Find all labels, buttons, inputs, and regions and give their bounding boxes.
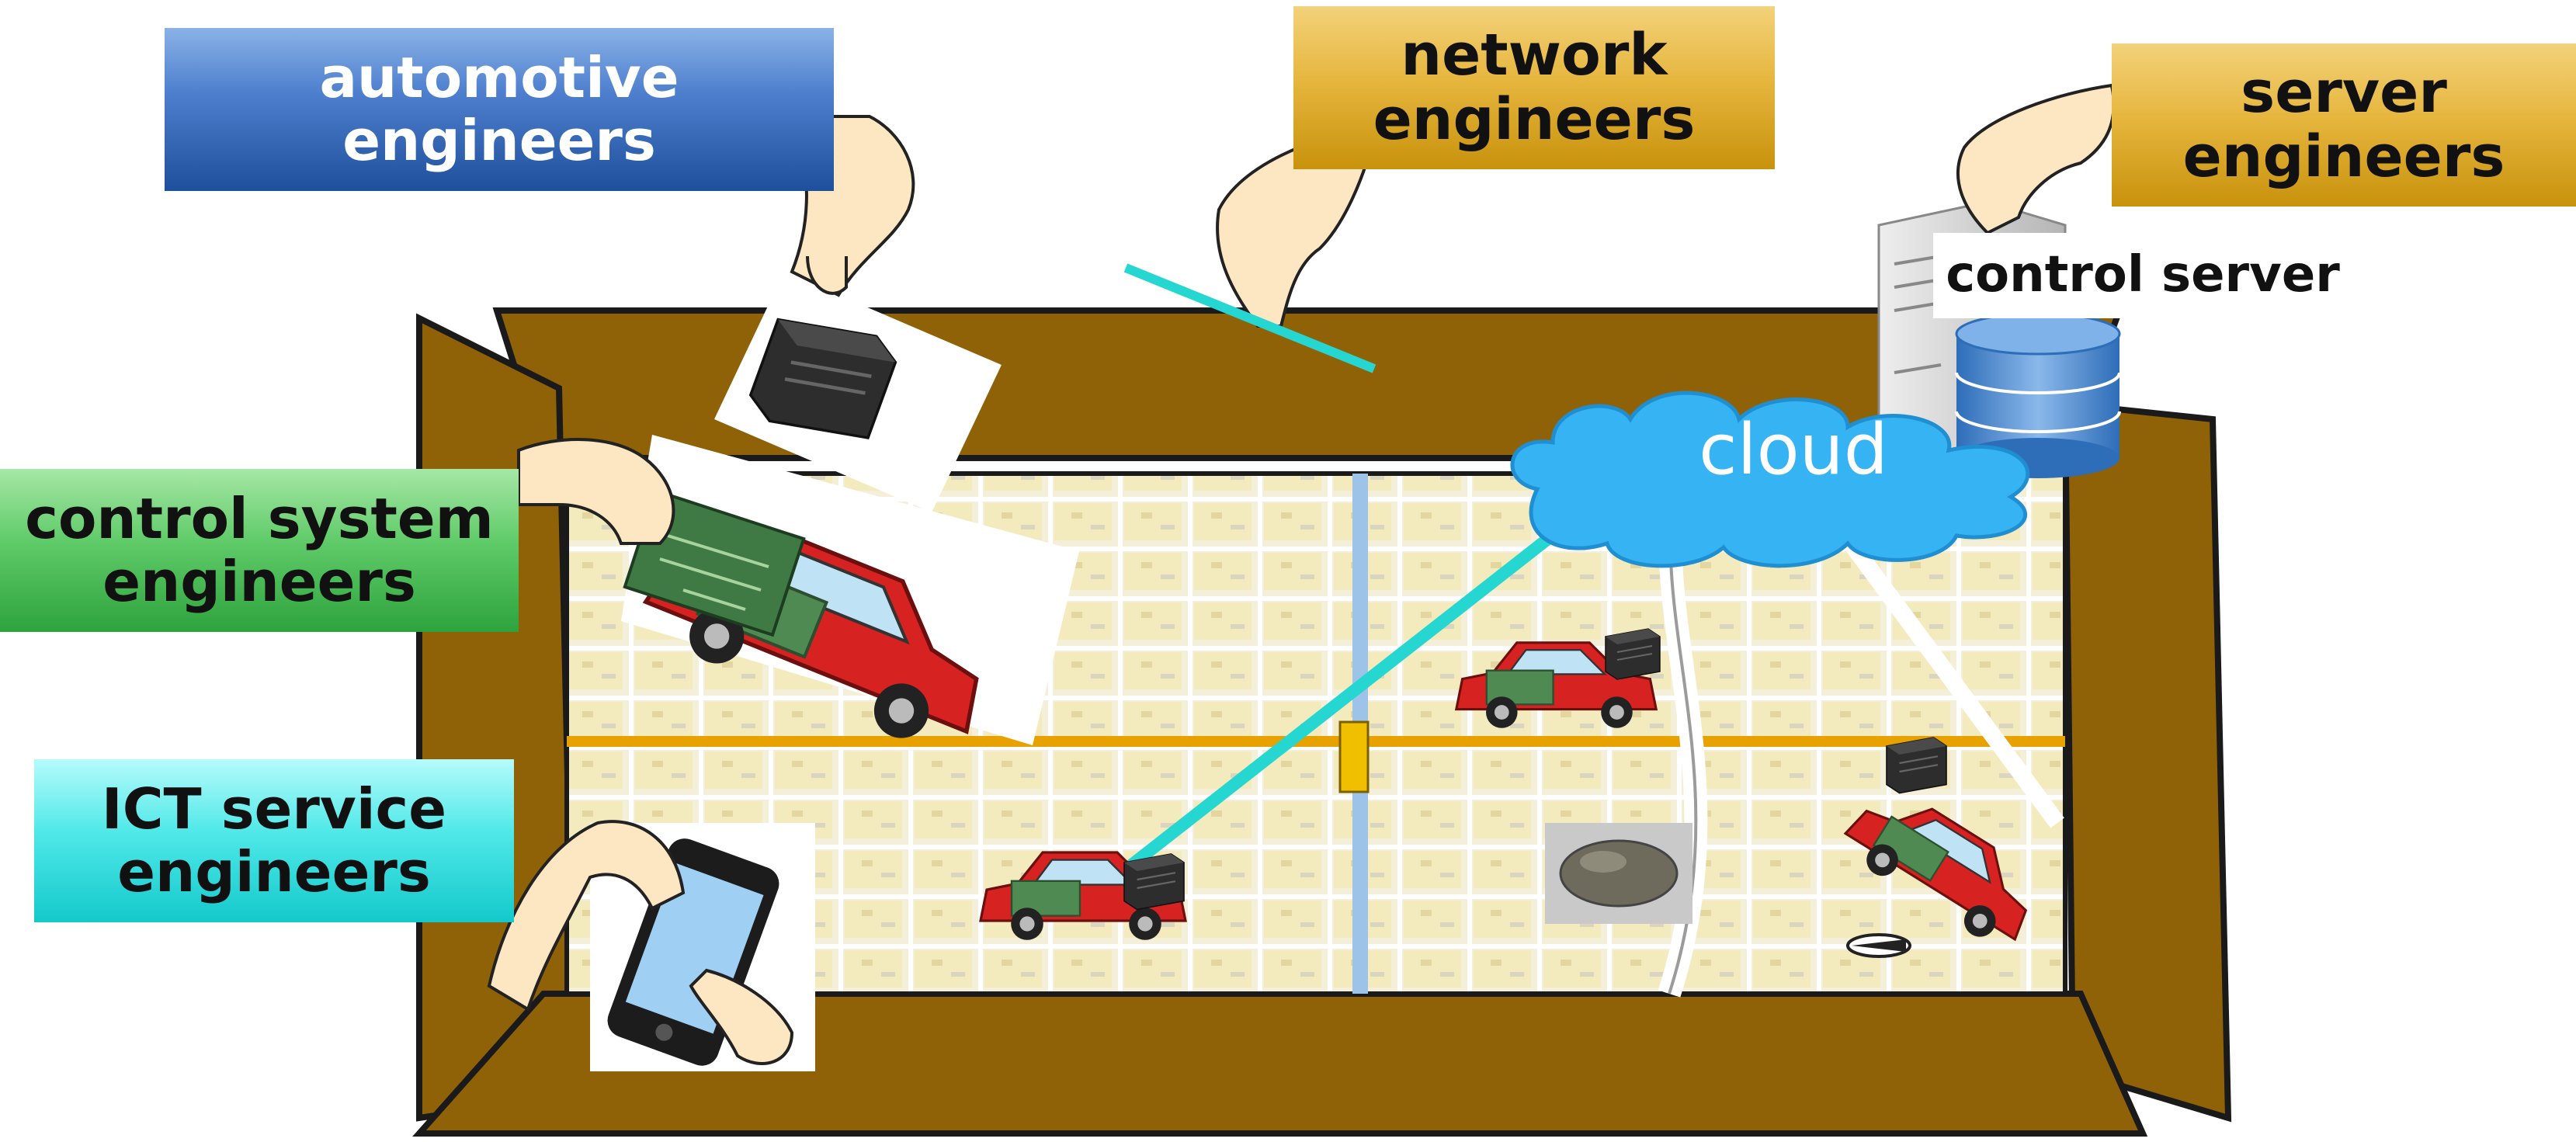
network-label-line-1: network — [1401, 22, 1668, 89]
smartphone-icon — [607, 838, 779, 1066]
network-cable — [1123, 263, 1377, 373]
control-system-label-line-1: control system — [25, 486, 494, 552]
network-engineers-label: network engineers — [1293, 6, 1775, 169]
box-right-flap — [2061, 400, 2232, 1123]
control-server-label: control server — [1933, 233, 2352, 318]
network-label-line-2: engineers — [1373, 86, 1696, 153]
ict-label-line-1: ICT service — [101, 776, 447, 842]
map-station-marker — [1338, 720, 1370, 793]
control-system-label-line-2: engineers — [102, 549, 416, 614]
server-engineers-label: server engineers — [2112, 43, 2576, 207]
hand-icon — [487, 820, 794, 1065]
automotive-label-line-2: engineers — [342, 108, 656, 173]
hand-icon — [517, 438, 675, 545]
automotive-label-line-1: automotive — [319, 45, 679, 111]
server-label-line-2: engineers — [2182, 123, 2505, 190]
automotive-engineers-label: automotive engineers — [165, 28, 834, 191]
ict-label-line-2: engineers — [117, 839, 431, 904]
control-system-engineers-label: control system engineers — [0, 469, 519, 632]
ecu-icon — [1885, 736, 1948, 794]
cloud-icon — [1510, 391, 2030, 568]
ict-service-engineers-label: ICT service engineers — [34, 759, 514, 922]
cloud-label: cloud — [1646, 404, 1941, 497]
network-link-line — [1122, 499, 1595, 875]
compass-icon — [1846, 933, 1911, 958]
cloud-text: cloud — [1699, 408, 1888, 491]
hand-icon — [1956, 83, 2116, 235]
control-server-text: control server — [1946, 246, 2340, 304]
server-label-line-1: server — [2241, 59, 2447, 127]
ecu-photo — [714, 272, 1002, 512]
map-highway — [567, 736, 2065, 747]
ecu-icon — [1605, 628, 1661, 680]
ecu-icon — [1123, 852, 1186, 911]
